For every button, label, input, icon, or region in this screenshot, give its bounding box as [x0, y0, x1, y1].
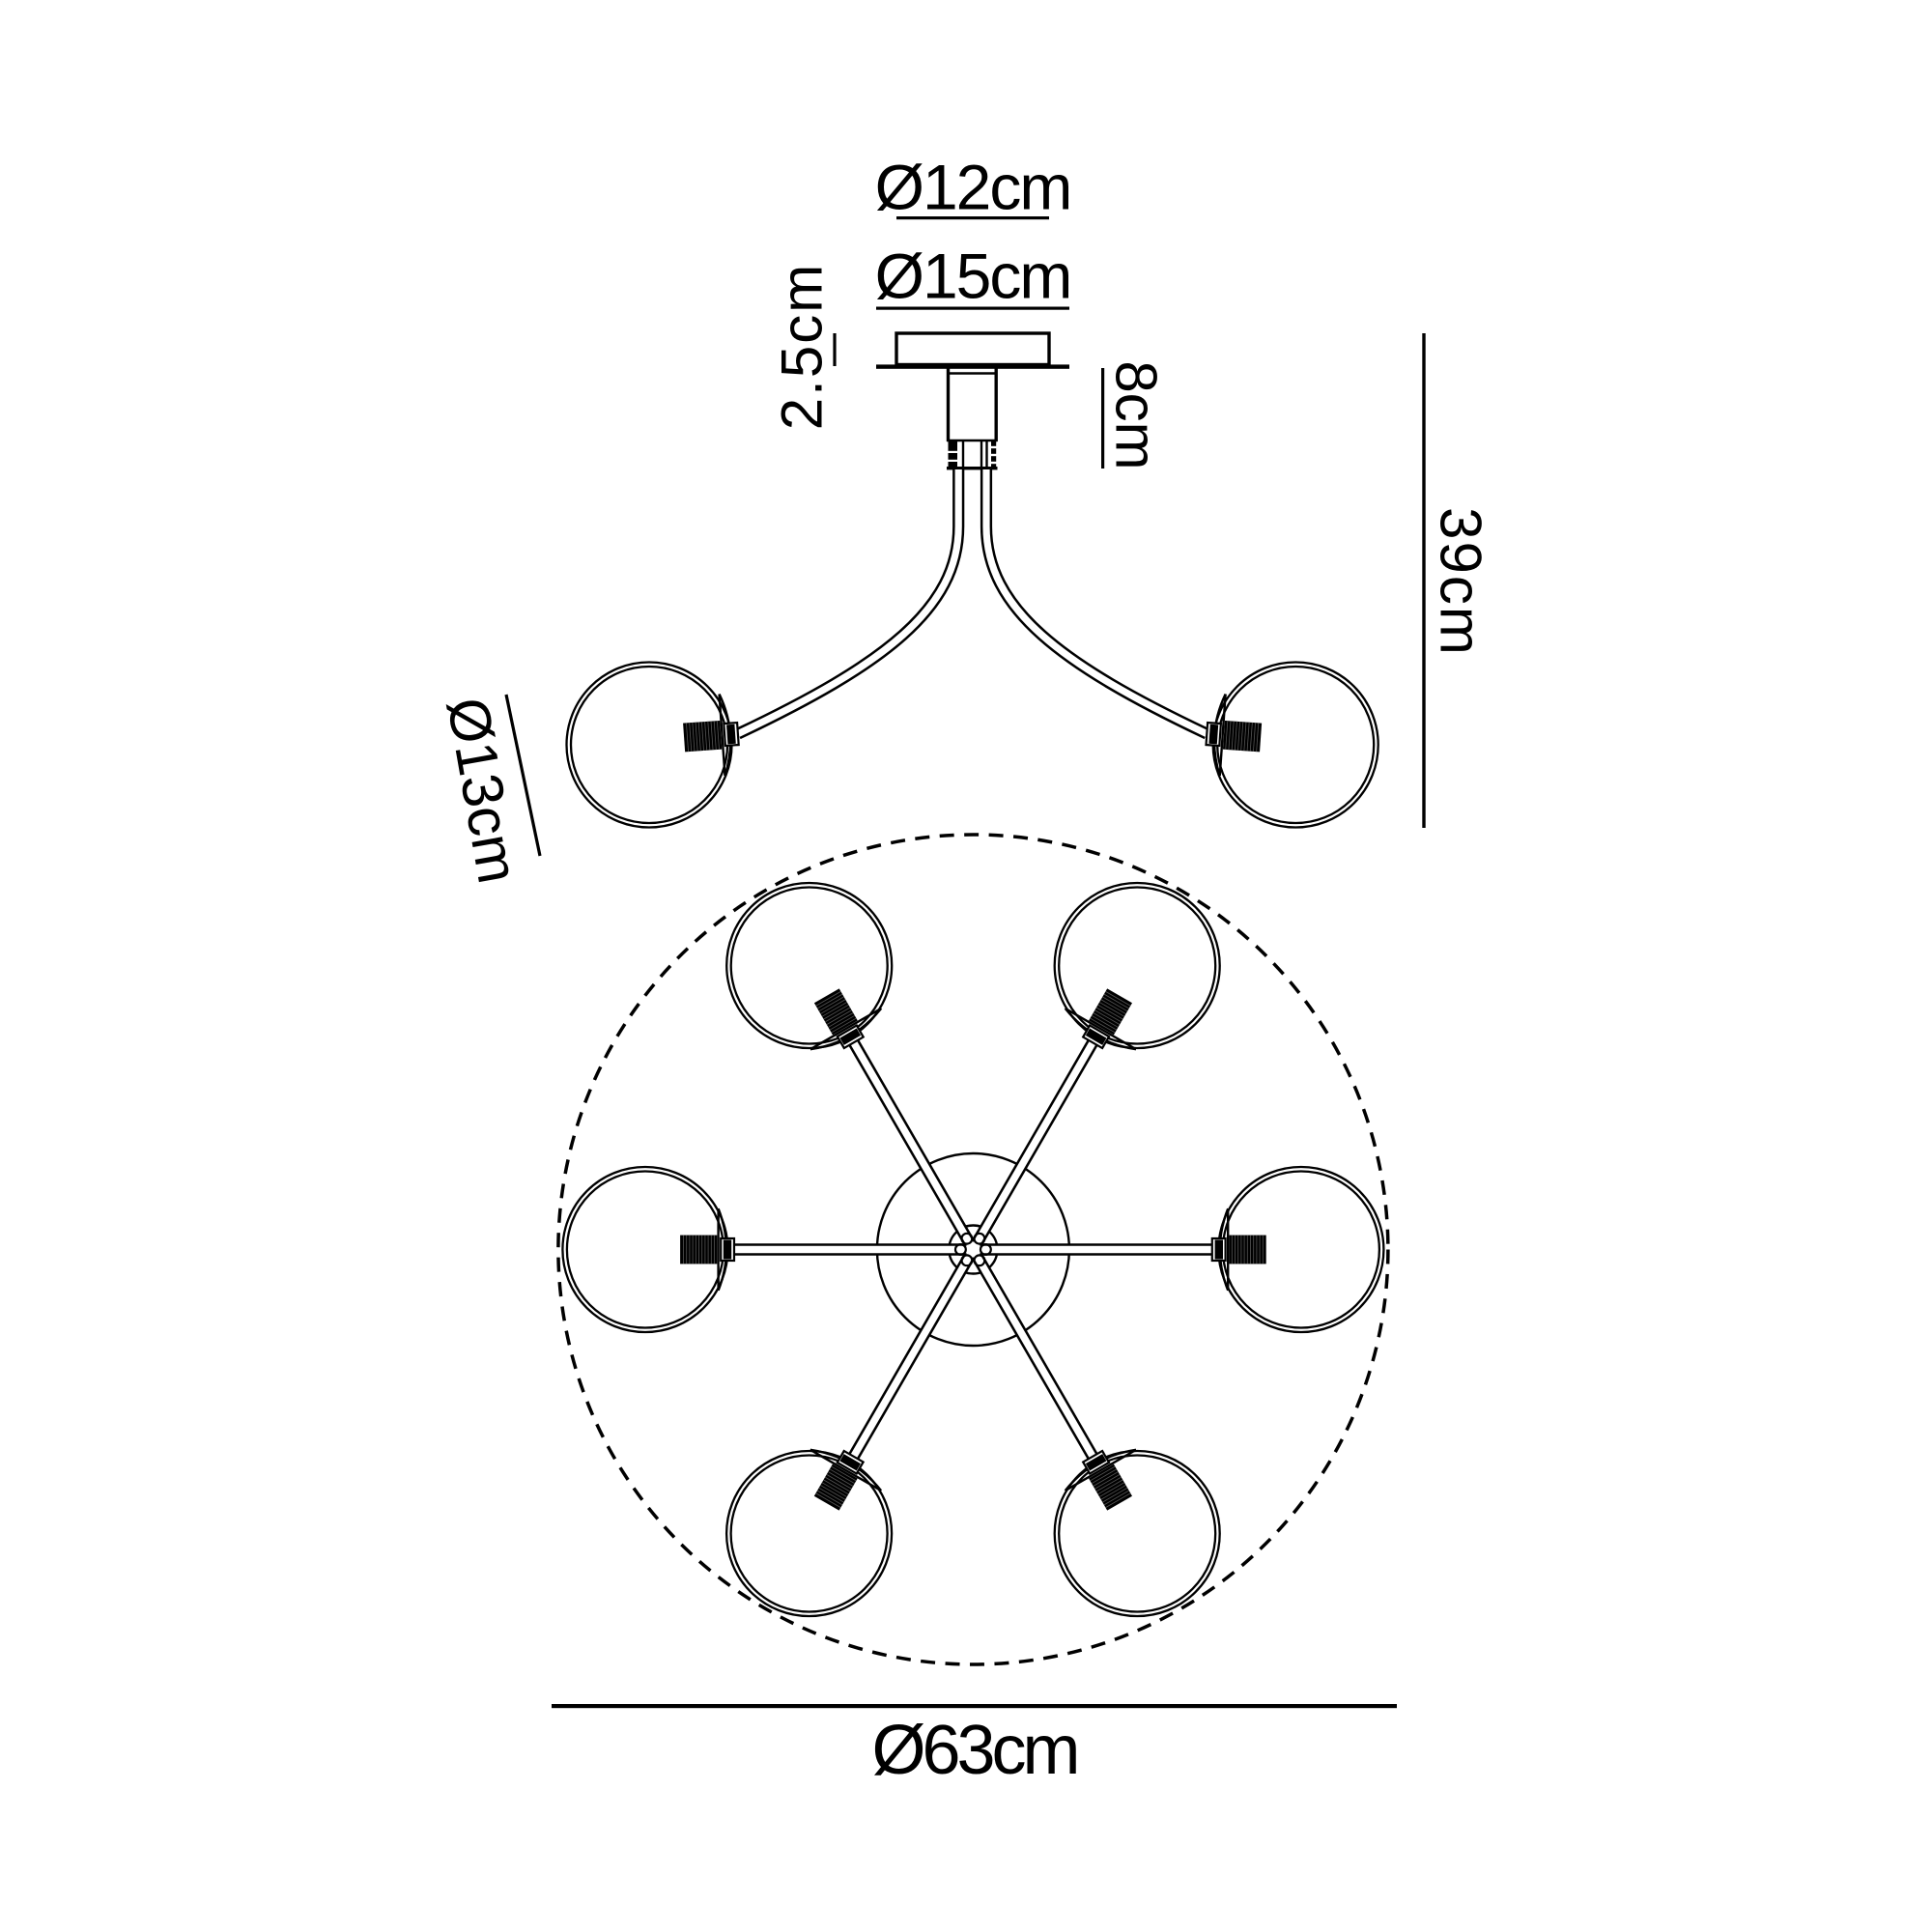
svg-text:2.5cm: 2.5cm [770, 263, 835, 430]
svg-text:Ø12cm: Ø12cm [875, 152, 1071, 223]
svg-text:8cm: 8cm [1104, 360, 1169, 469]
svg-text:39cm: 39cm [1429, 507, 1493, 657]
svg-text:Ø63cm: Ø63cm [871, 1712, 1076, 1789]
svg-text:Ø15cm: Ø15cm [875, 241, 1071, 312]
